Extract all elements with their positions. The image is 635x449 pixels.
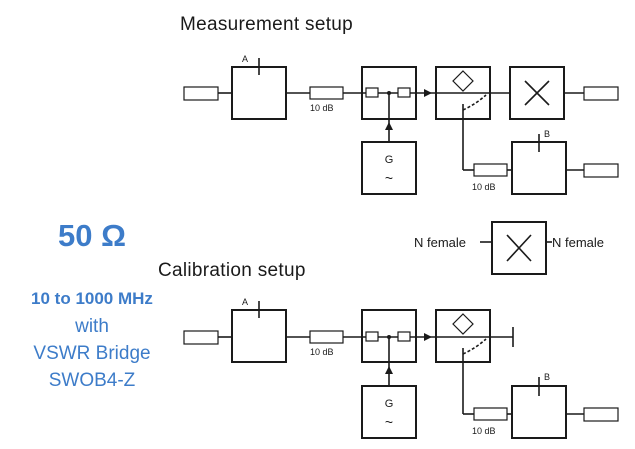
cal-block-b-label: B (544, 372, 550, 382)
measurement-setup: A 10 dB G ~ 10 dB (183, 54, 619, 195)
block-a-label: A (242, 54, 248, 64)
block-b (511, 141, 567, 195)
frequency-range-label: 10 to 1000 MHz (31, 289, 153, 308)
bridge-resistor-right (397, 87, 411, 98)
connector-left-label: N female (414, 235, 466, 250)
generator-sine-symbol: ~ (385, 170, 393, 186)
mixer-block (509, 66, 565, 120)
bridge-resistor-left (365, 87, 379, 98)
cal-bridge-resistor-left (365, 331, 379, 342)
cal-attenuator-top-label: 10 dB (310, 347, 334, 357)
output-connector-top (583, 86, 619, 101)
cal-bridge-resistor-right (397, 331, 411, 342)
cal-generator-label: G (385, 398, 394, 410)
generator-block (361, 141, 417, 195)
cal-detector-diamond-icon (452, 313, 474, 335)
n-female-connector: N female N female (414, 221, 604, 275)
detector-diamond-icon (452, 70, 474, 92)
with-label: with (74, 316, 109, 337)
output-connector-lower (583, 163, 619, 178)
cal-attenuator-lower-label: 10 dB (472, 426, 496, 436)
attenuator-lower (473, 163, 508, 177)
calibration-setup: A 10 dB G ~ 10 dB B (183, 297, 619, 439)
cal-generator-block (361, 385, 417, 439)
bridge-name-label: VSWR Bridge (33, 343, 150, 364)
impedance-label: 50 Ω (58, 218, 126, 253)
measurement-setup-title: Measurement setup (180, 14, 353, 35)
block-b-label: B (544, 129, 550, 139)
generator-label: G (385, 154, 394, 166)
cal-attenuator-lower (473, 407, 508, 421)
cal-block-a-label: A (242, 297, 248, 307)
attenuator-lower-label: 10 dB (472, 182, 496, 192)
connector-right-label: N female (552, 235, 604, 250)
bridge-model-label: SWOB4-Z (49, 370, 136, 391)
input-connector (183, 86, 219, 101)
cal-output-connector (583, 407, 619, 422)
cal-attenuator-top (309, 330, 344, 344)
cal-input-connector (183, 330, 219, 345)
attenuator-top (309, 86, 344, 100)
cal-block-a (231, 309, 287, 363)
attenuator-top-label: 10 dB (310, 103, 334, 113)
calibration-setup-title: Calibration setup (158, 260, 306, 281)
cal-generator-sine-symbol: ~ (385, 414, 393, 430)
